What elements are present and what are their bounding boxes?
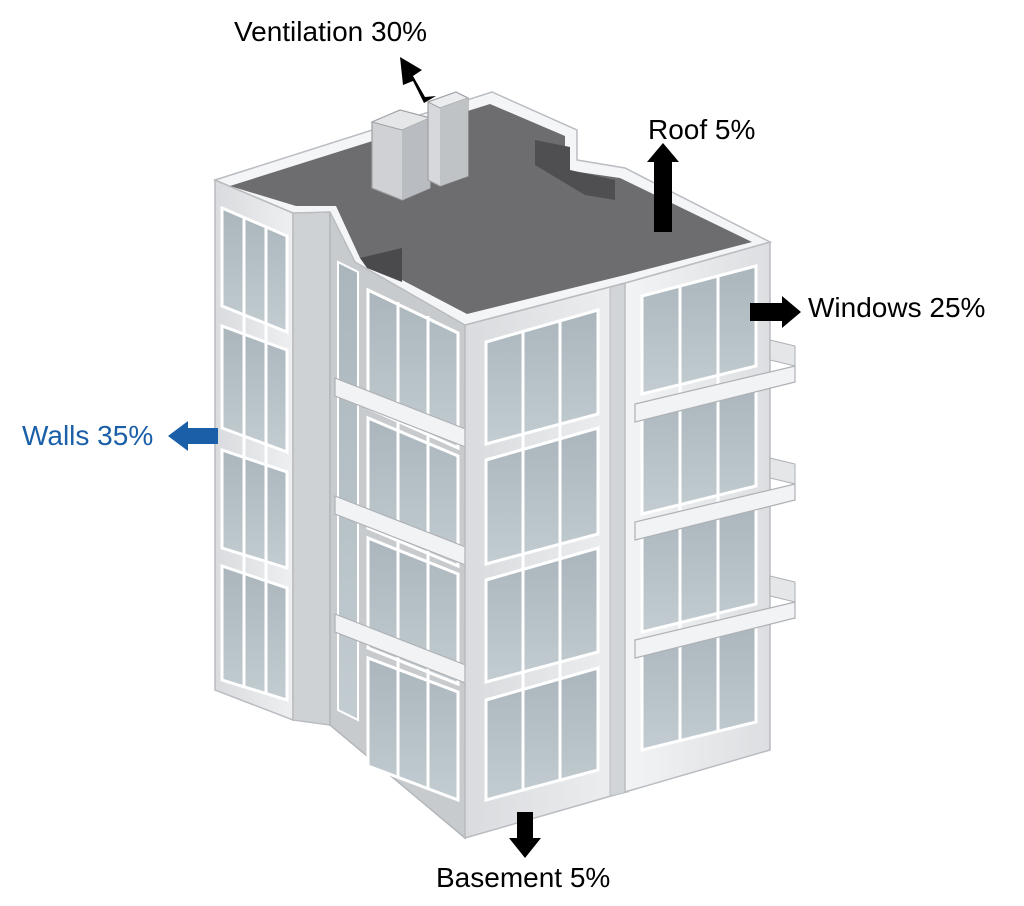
arrow-up-icon: [647, 143, 679, 232]
arrow-right-icon: [750, 296, 801, 328]
arrow-left-icon: [168, 421, 218, 451]
roof: [212, 91, 773, 326]
left-wing: [214, 178, 294, 722]
front-facade: [464, 282, 626, 839]
left-wing-windows: [220, 205, 289, 703]
windows-label: Windows 25%: [808, 292, 986, 323]
walls-label: Walls 35%: [22, 420, 154, 451]
arrow-up-left-icon: [400, 57, 436, 103]
ventilation-label: Ventilation 30%: [234, 16, 428, 47]
left-pillar: [292, 211, 331, 726]
right-facade: [624, 241, 796, 793]
ventilation-units: [370, 91, 470, 201]
middle-recess: [329, 210, 469, 840]
basement-label: Basement 5%: [436, 862, 611, 893]
arrow-down-icon: [509, 812, 541, 858]
roof-label: Roof 5%: [648, 114, 756, 145]
